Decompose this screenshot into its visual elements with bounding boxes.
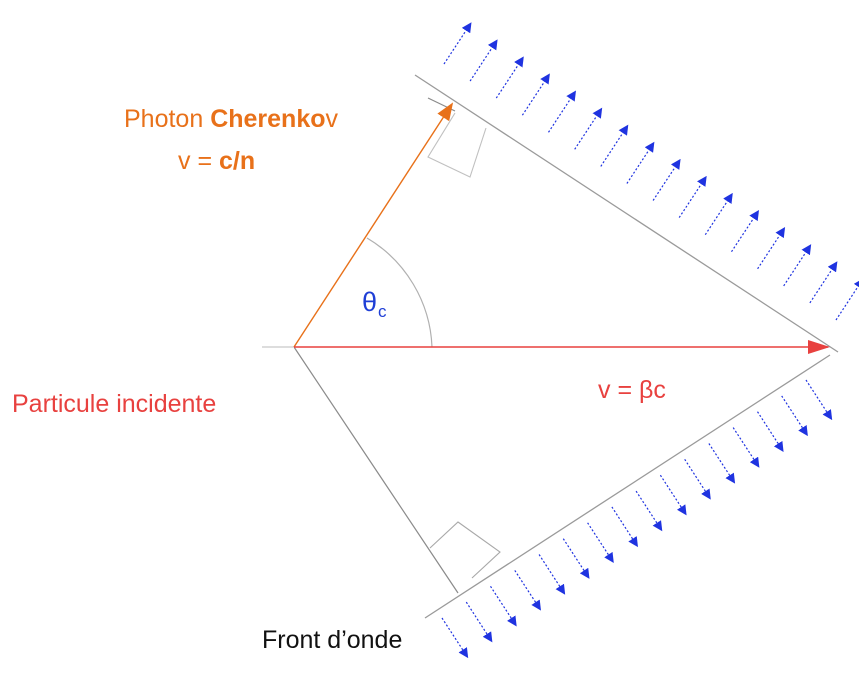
photon-speed-value: c/n	[219, 147, 256, 175]
arrow-down-right-icon	[708, 443, 736, 484]
arrow-down-right-icon	[805, 379, 833, 421]
arrow-down-right-icon	[441, 617, 469, 659]
arrow-down-right-icon	[635, 490, 663, 532]
arrow-up-right-icon	[600, 124, 629, 167]
photon-title-prefix: Photon	[124, 105, 211, 133]
angle-symbol: θ	[362, 287, 378, 317]
arrow-up-right-icon	[783, 244, 812, 287]
arrow-up-right-icon	[704, 192, 733, 236]
arrow-up-right-icon	[469, 39, 498, 82]
photon-arrow-icon	[293, 102, 454, 348]
arrow-down-right-icon	[538, 554, 566, 595]
particle-speed-label: v = βc	[598, 376, 666, 404]
photon-speed-prefix: v =	[178, 147, 219, 175]
arrow-up-right-icon	[757, 227, 786, 270]
arrow-up-right-icon	[521, 73, 550, 116]
arrow-down-right-icon	[781, 395, 808, 437]
photon-title-suffix: v	[325, 105, 339, 133]
right-angle-mark-lower	[429, 521, 501, 579]
arrow-up-right-icon	[835, 278, 859, 321]
arrow-up-right-icon	[626, 141, 655, 184]
arrow-down-right-icon	[684, 458, 711, 500]
arrow-up-right-icon	[443, 22, 472, 65]
lower-construction-line	[293, 346, 459, 594]
photon-title-bold: Cherenko	[210, 105, 326, 133]
angle-arc	[366, 237, 433, 348]
arrow-down-right-icon	[756, 411, 784, 452]
arrow-down-right-icon	[465, 601, 493, 643]
arrow-down-right-icon	[611, 506, 638, 548]
arrow-down-right-icon	[562, 538, 590, 579]
photon-label: Photon Cherenkov	[124, 107, 338, 132]
photon-speed-label: v = c/n	[178, 149, 255, 174]
arrow-down-right-icon	[659, 474, 687, 516]
wave-front-label: Front d’onde	[262, 626, 403, 654]
wave-front-line-lower	[424, 354, 831, 619]
arrow-down-right-icon	[514, 570, 541, 611]
wave-arrows-lower	[441, 379, 833, 659]
wave-front-line-upper	[414, 74, 839, 353]
right-angle-mark-upper	[427, 112, 487, 178]
arrow-up-right-icon	[495, 56, 524, 99]
particle-label: Particule incidente	[12, 390, 217, 418]
arrow-down-right-icon	[732, 427, 760, 468]
arrow-up-right-icon	[809, 261, 838, 304]
arrow-up-right-icon	[574, 107, 603, 150]
angle-subscript: c	[378, 302, 387, 321]
arrow-up-right-icon	[730, 210, 760, 253]
wave-arrows-upper	[443, 22, 859, 321]
arrow-down-right-icon	[587, 522, 614, 563]
arrow-up-right-icon	[652, 158, 681, 201]
arrow-up-right-icon	[678, 175, 707, 218]
arrow-down-right-icon	[489, 585, 517, 627]
arrow-up-right-icon	[547, 90, 576, 133]
cherenkov-angle-label: θc	[362, 287, 387, 321]
